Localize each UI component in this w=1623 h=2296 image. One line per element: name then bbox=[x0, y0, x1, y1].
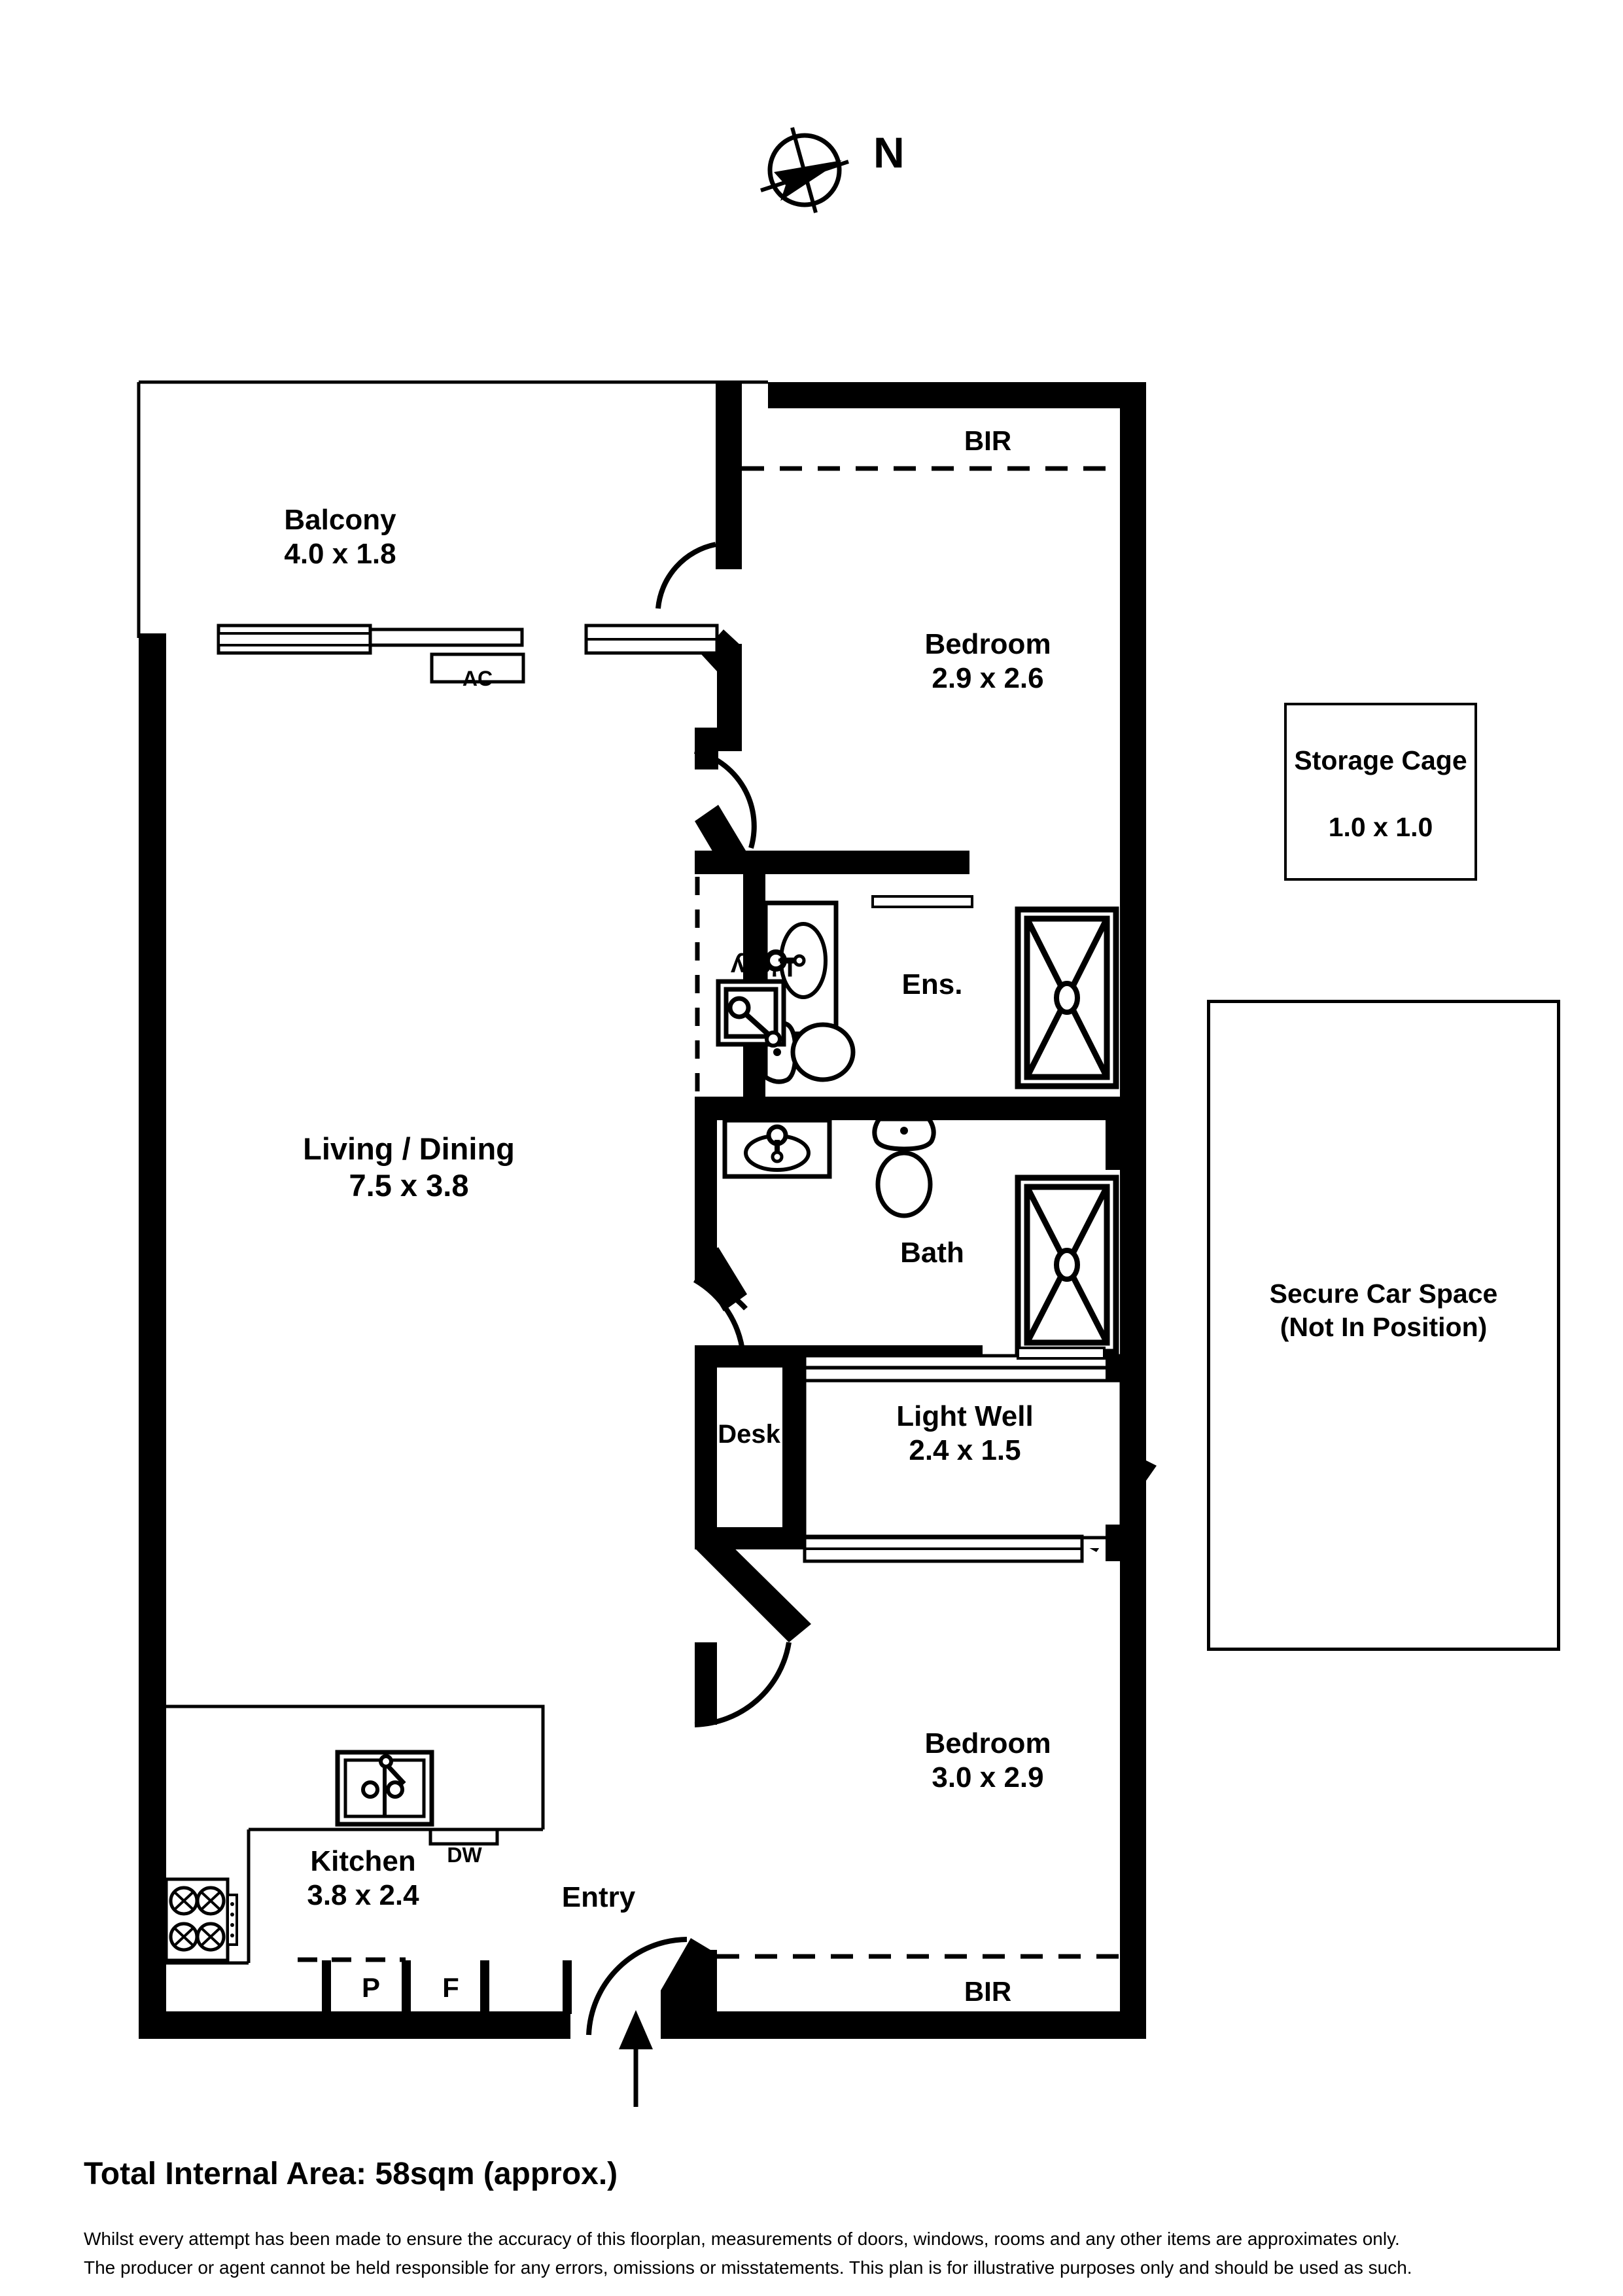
lightwell-structure bbox=[803, 1354, 1146, 1563]
ens-window bbox=[871, 895, 973, 908]
bedroom-window-left bbox=[584, 624, 719, 655]
pantry-fridge-dividers bbox=[322, 1960, 572, 2014]
shower-ens-icon bbox=[1015, 906, 1119, 1089]
storage-cage-dimensions: 1.0 x 1.0 bbox=[1328, 812, 1433, 842]
balcony-sliding-door bbox=[217, 624, 524, 655]
room-label-bir-top: BIR bbox=[964, 425, 1012, 456]
car-space-dimensions: (Not In Position) bbox=[1280, 1312, 1488, 1342]
room-label-lightwell: Light Well bbox=[896, 1400, 1034, 1432]
room-label-desk: Desk bbox=[718, 1420, 780, 1449]
room-label-bedroom2: Bedroom bbox=[924, 1727, 1051, 1759]
ac-unit-icon bbox=[430, 652, 525, 684]
ens-vanity-icon bbox=[763, 900, 839, 1036]
kitchen-sink-icon bbox=[335, 1750, 434, 1827]
storage-cage-box bbox=[1284, 703, 1477, 881]
car-space-box bbox=[1207, 1000, 1560, 1651]
fixture-label-dw: DW bbox=[447, 1843, 482, 1867]
bath-vanity-icon bbox=[722, 1118, 832, 1179]
fixture-label-pantry: P bbox=[361, 1972, 380, 2003]
room-label-bir-bottom: BIR bbox=[964, 1976, 1012, 2007]
room-label-entry: Entry bbox=[561, 1881, 636, 1913]
entry-arrow-icon bbox=[619, 2010, 653, 2107]
total-area-title: Total Internal Area: 58sqm (approx.) bbox=[84, 2157, 618, 2191]
laundry-tub-icon bbox=[716, 979, 786, 1048]
car-space-label: Secure Car Space bbox=[1269, 1279, 1498, 1309]
compass-rose-icon bbox=[756, 121, 854, 219]
room-label-ldry: L'dry bbox=[730, 952, 794, 981]
room-label-kitchen: Kitchen bbox=[310, 1845, 416, 1877]
room-label-bedroom1: Bedroom bbox=[924, 628, 1051, 660]
room-dimensions-bedroom1: 2.9 x 2.6 bbox=[932, 662, 1044, 694]
storage-cage-label: Storage Cage bbox=[1294, 745, 1467, 775]
balcony-outline bbox=[137, 380, 768, 638]
room-label-ens: Ens. bbox=[901, 968, 963, 1000]
shower-bath-icon bbox=[1015, 1174, 1119, 1355]
room-dimensions-balcony: 4.0 x 1.8 bbox=[284, 538, 396, 570]
room-label-balcony: Balcony bbox=[284, 504, 396, 536]
fixture-label-ac: AC bbox=[462, 667, 493, 690]
room-label-living: Living / Dining bbox=[303, 1131, 515, 1166]
room-dimensions-lightwell: 2.4 x 1.5 bbox=[909, 1434, 1021, 1466]
room-label-bath: Bath bbox=[900, 1237, 964, 1269]
dishwasher-icon bbox=[428, 1828, 499, 1846]
room-dimensions-bedroom2: 3.0 x 2.9 bbox=[932, 1761, 1044, 1793]
room-dimensions-living: 7.5 x 3.8 bbox=[349, 1168, 469, 1203]
cooktop-icon bbox=[164, 1877, 238, 1962]
compass-north-label: N bbox=[873, 128, 905, 177]
disclaimer-line-1: Whilst every attempt has been made to en… bbox=[84, 2229, 1400, 2249]
room-dimensions-kitchen: 3.8 x 2.4 bbox=[307, 1879, 419, 1911]
fixture-label-fridge: F bbox=[442, 1972, 459, 2003]
disclaimer-line-2: The producer or agent cannot be held res… bbox=[84, 2257, 1412, 2278]
bath-toilet-icon bbox=[872, 1116, 936, 1218]
bath-window bbox=[1017, 1347, 1106, 1360]
